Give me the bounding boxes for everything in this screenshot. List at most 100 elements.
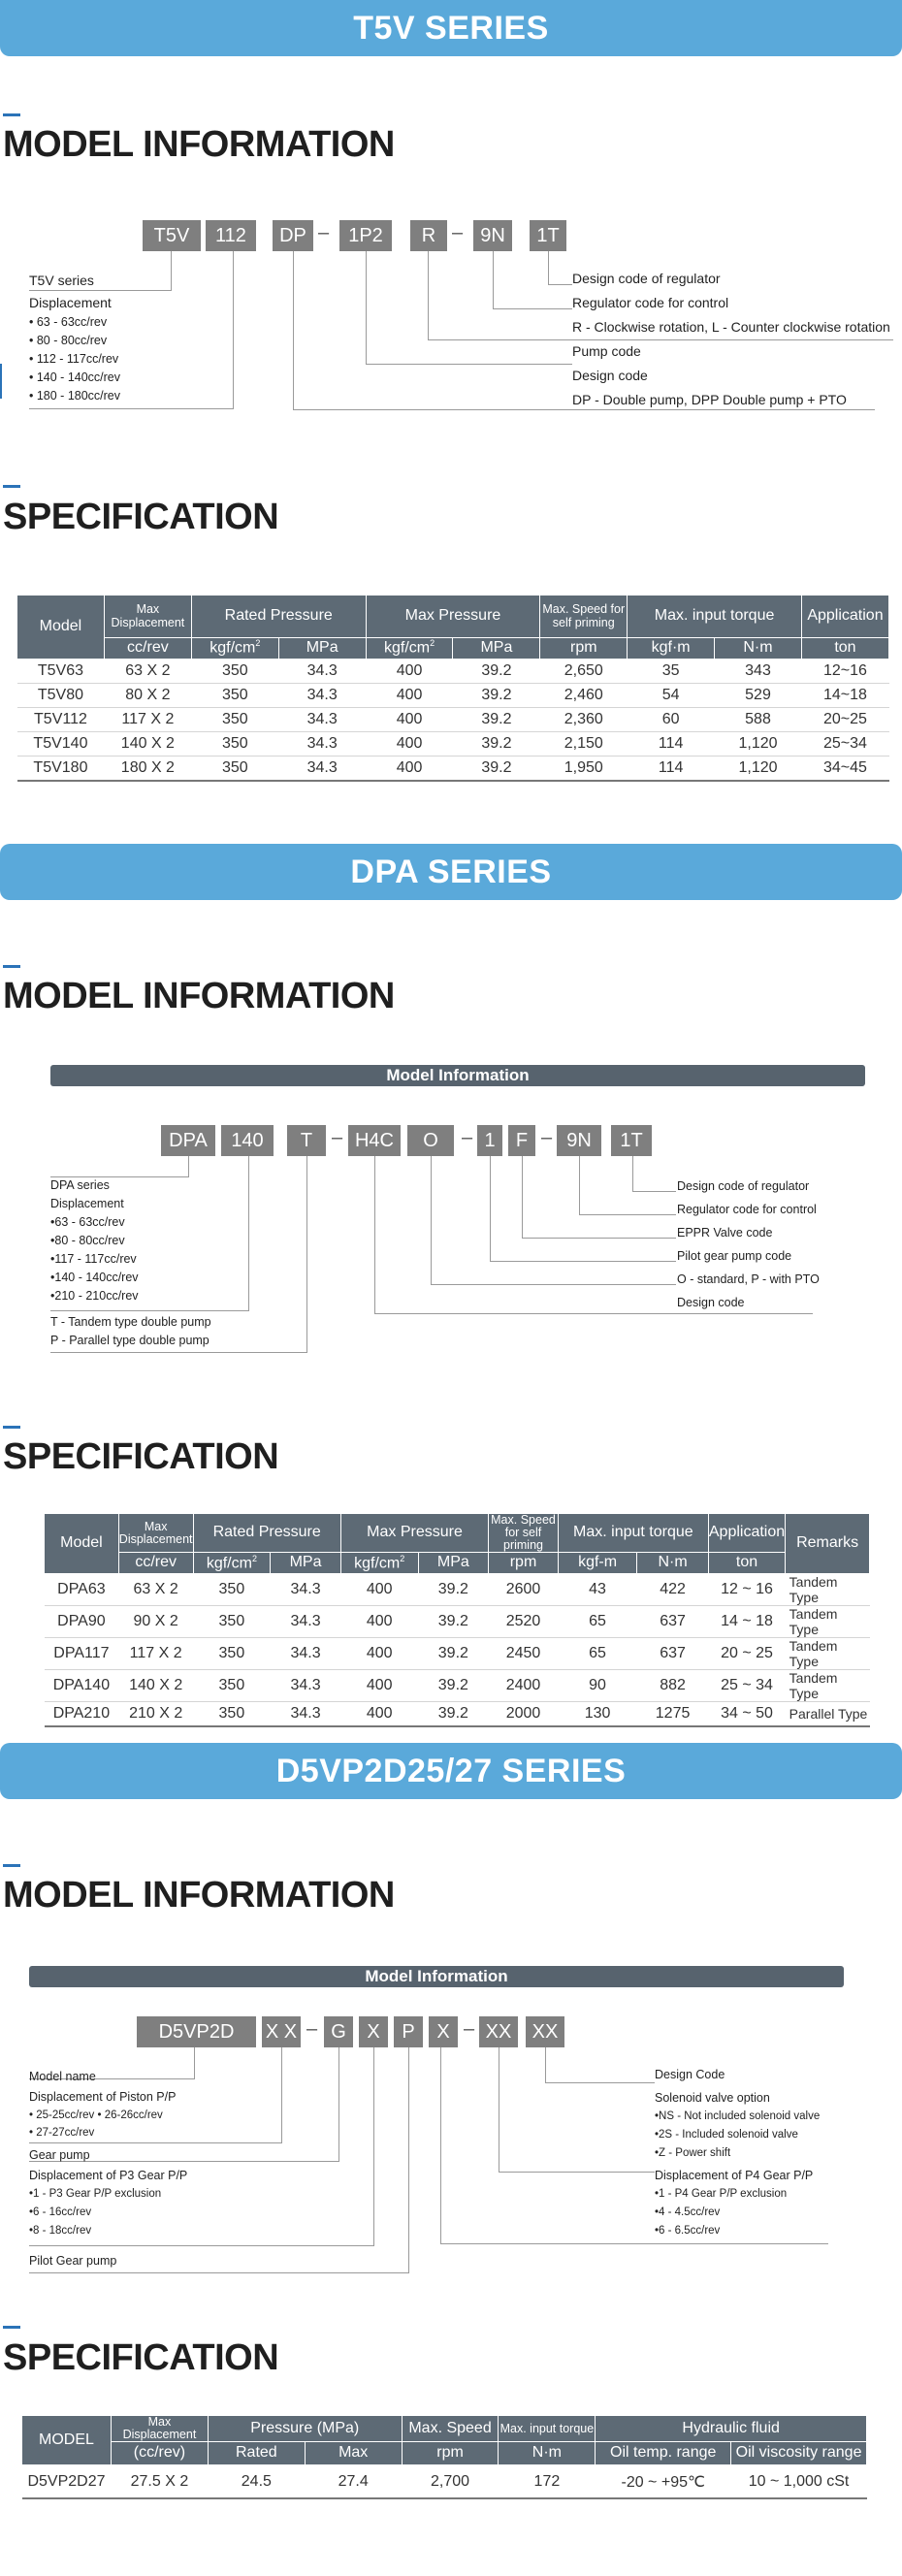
table-cell: Tandem Type: [785, 1573, 870, 1607]
th-torque: Max. input torque: [557, 1512, 709, 1554]
leader-line: [50, 1352, 307, 1353]
table-cell: 25 ~ 34: [708, 1669, 786, 1703]
d5vp-right-label: •2S - Included solenoid valve: [655, 2129, 798, 2141]
d5vp-series-banner: D5VP2D25/27 SERIES: [0, 1743, 902, 1799]
t5v-series-banner: T5V SERIES: [0, 0, 902, 56]
t5v-left-label: • 63 - 63cc/rev: [29, 315, 108, 329]
dpa-model-info-title: MODEL INFORMATION: [3, 976, 395, 1016]
table-cell: 117 X 2: [104, 707, 192, 732]
t5v-left-label: Displacement: [29, 295, 112, 310]
table-cell: 350: [191, 731, 279, 757]
separator-dash: –: [452, 222, 464, 243]
t5v-right-label: Design code: [572, 368, 648, 383]
table-cell: 14~18: [801, 683, 889, 708]
d5vp-right-label: •NS - Not included solenoid valve: [655, 2110, 821, 2122]
table-cell: 65: [558, 1637, 637, 1671]
table-cell: 34.3: [270, 1637, 341, 1671]
th-unit: Oil viscosity range: [730, 2441, 867, 2466]
table-cell: 350: [191, 683, 279, 708]
d5vp-right-label: Displacement of P4 Gear P/P: [655, 2169, 814, 2182]
table-cell: 1,950: [539, 756, 628, 782]
table-cell: 34.3: [270, 1573, 341, 1607]
t5v-code-box: 112: [206, 220, 256, 251]
leader-line: [29, 408, 234, 409]
th-unit: Rated: [207, 2441, 306, 2466]
leader-line: [366, 364, 572, 365]
table-cell: 34.3: [278, 731, 367, 757]
th-unit: kgf/cm2: [190, 637, 279, 660]
dpa-code-box: O: [407, 1125, 454, 1156]
table-cell: 882: [636, 1669, 709, 1703]
table-cell: 529: [714, 683, 802, 708]
th-model: MODEL: [21, 2414, 112, 2466]
th-max-disp: Max Displacement: [110, 2414, 209, 2443]
leader-line: [493, 308, 572, 309]
dpa-code-box: 9N: [557, 1125, 601, 1156]
t5v-left-label: • 112 - 117cc/rev: [29, 352, 119, 366]
table-cell: 400: [366, 707, 453, 732]
table-cell: DPA90: [44, 1605, 119, 1639]
dpa-code-box: 140: [221, 1125, 274, 1156]
d5vp-right-label: Design Code: [655, 2068, 725, 2081]
section-marker: [3, 1864, 20, 1867]
th-unit: Oil temp. range: [595, 2441, 732, 2466]
table-cell: 90 X 2: [118, 1605, 194, 1639]
table-cell: 2,360: [539, 707, 628, 732]
separator-dash: –: [306, 2018, 318, 2040]
table-cell: Tandem Type: [785, 1669, 870, 1703]
d5vp-spec-title: SPECIFICATION: [3, 2337, 279, 2378]
th-model: Model: [16, 595, 105, 660]
d5vp-code-box: X: [429, 2016, 458, 2047]
section-marker: [3, 1426, 20, 1429]
table-cell: 63 X 2: [104, 659, 192, 684]
dpa-code-box: H4C: [348, 1125, 401, 1156]
leader-line: [188, 1156, 189, 1176]
table-cell: 2600: [488, 1573, 559, 1607]
dpa-spec-table: Model Max Displacement Rated Pressure Ma…: [44, 1512, 870, 1727]
leader-line: [522, 1156, 523, 1238]
leader-line: [408, 2047, 409, 2272]
separator-dash: –: [541, 1127, 553, 1148]
table-cell: 400: [340, 1637, 419, 1671]
table-cell: 400: [340, 1573, 419, 1607]
th-app: Application: [707, 1512, 787, 1554]
section-marker: [3, 965, 20, 968]
section-marker: [3, 485, 20, 488]
th-unit: kgf/cm2: [192, 1552, 272, 1575]
leader-line: [29, 2245, 374, 2246]
d5vp-right-label: •Z - Power shift: [655, 2147, 731, 2159]
t5v-left-label: • 140 - 140cc/rev: [29, 370, 121, 384]
t5v-right-label: R - Clockwise rotation, L - Counter cloc…: [572, 319, 890, 335]
th-unit: MPa: [452, 637, 541, 660]
table-cell: 2,700: [402, 2464, 499, 2499]
table-cell: 400: [366, 731, 453, 757]
dpa-left-label: •80 - 80cc/rev: [50, 1234, 125, 1247]
t5v-spec-table: Model Max Displacement Rated Pressure Ma…: [16, 595, 890, 782]
table-cell: 2000: [488, 1701, 559, 1727]
leader-line: [632, 1156, 633, 1191]
table-cell: 34.3: [270, 1701, 341, 1727]
table-cell: 588: [714, 707, 802, 732]
d5vp-code-box: D5VP2D: [137, 2016, 256, 2047]
table-cell: 1,120: [714, 731, 802, 757]
leader-line: [545, 2047, 546, 2082]
d5vp-left-label: •1 - P3 Gear P/P exclusion: [29, 2188, 162, 2200]
d5vp-code-box: X: [359, 2016, 388, 2047]
table-cell: 12 ~ 16: [708, 1573, 786, 1607]
table-cell: 34~45: [801, 756, 889, 782]
th-unit: N·m: [636, 1552, 709, 1575]
separator-dash: –: [462, 1127, 473, 1148]
table-cell: 39.2: [418, 1669, 489, 1703]
d5vp-right-label: •4 - 4.5cc/rev: [655, 2206, 721, 2218]
table-cell: 400: [366, 756, 453, 782]
table-cell: 34.3: [278, 683, 367, 708]
table-cell: 637: [636, 1637, 709, 1671]
leader-line: [248, 1156, 249, 1310]
t5v-left-label: • 180 - 180cc/rev: [29, 389, 121, 402]
th-speed: Max. Speed for self priming: [488, 1512, 559, 1554]
leader-line: [374, 1156, 375, 1313]
table-cell: 27.4: [305, 2464, 403, 2499]
